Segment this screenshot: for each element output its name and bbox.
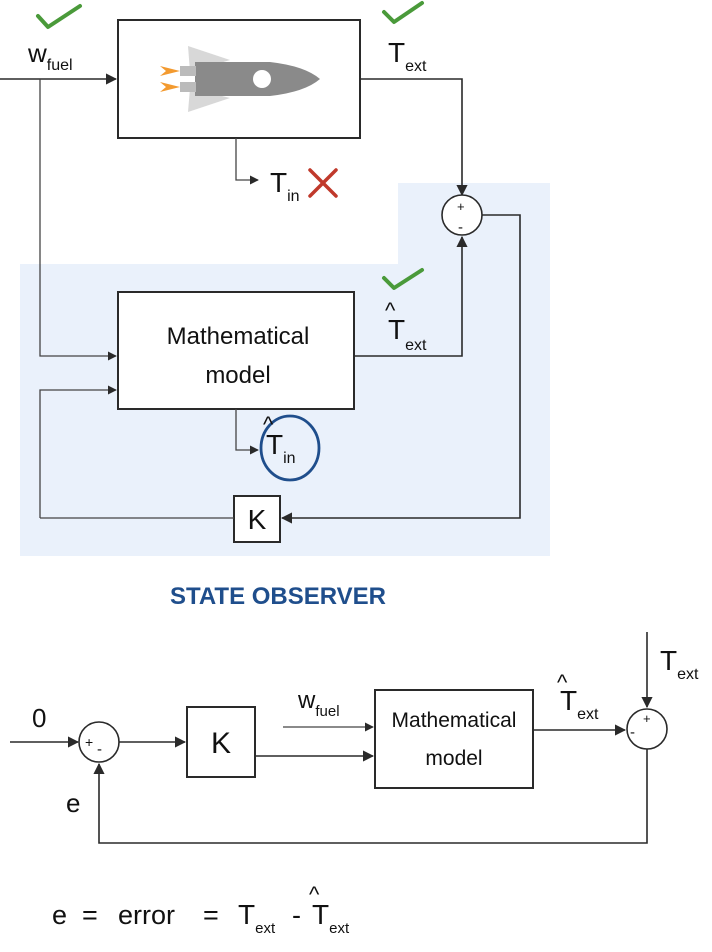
check-icon <box>382 1 424 24</box>
sum2-minus: - <box>97 741 102 758</box>
t-hat-ext-label: Text <box>388 314 427 354</box>
gain-k-label: K <box>248 504 267 535</box>
rocket-icon <box>160 46 320 112</box>
t-hat-ext2-label: Text <box>560 685 599 723</box>
sum3-minus: - <box>630 724 635 741</box>
observer-model-box <box>117 291 355 410</box>
reference-label: 0 <box>32 703 46 733</box>
tin-label: Tin <box>270 167 300 205</box>
gain-k2-label: K <box>211 727 231 760</box>
check-icon <box>382 268 424 290</box>
model-line1: Mathematical <box>167 323 310 350</box>
svg-text:error: error <box>118 900 175 930</box>
observer-title: STATE OBSERVER <box>170 583 386 610</box>
wfuel2-label: wfuel <box>297 687 340 720</box>
model2-box <box>374 689 534 789</box>
svg-text:Text: Text <box>238 899 276 937</box>
sum3-plus: + <box>643 711 651 726</box>
svg-text:e: e <box>52 900 67 930</box>
text2-label: Text <box>660 645 699 683</box>
wfuel-label: wfuel <box>27 38 73 74</box>
svg-text:-: - <box>292 900 301 930</box>
text-label: Text <box>388 37 427 75</box>
t-hat-in-circle <box>259 414 321 482</box>
svg-text:=: = <box>82 900 98 930</box>
t-hat-in-label: Tin <box>266 429 296 467</box>
sum2-plus: + <box>85 734 93 750</box>
gain-k-box <box>233 495 281 543</box>
svg-text:Text: Text <box>312 899 350 937</box>
sum-plus: + <box>457 199 465 214</box>
error-e-label: e <box>66 788 80 818</box>
sum-minus: - <box>458 219 463 236</box>
check-icon <box>36 4 82 29</box>
svg-text:^: ^ <box>309 882 320 907</box>
model-line2: model <box>205 362 270 389</box>
model2-line1: Mathematical <box>392 709 517 732</box>
hat-mark: ^ <box>263 412 274 437</box>
model2-line2: model <box>425 747 482 770</box>
svg-text:=: = <box>203 900 219 930</box>
cross-icon <box>308 168 338 198</box>
hat-mark: ^ <box>557 670 568 695</box>
gain-k2-box <box>186 706 256 778</box>
error-equation: e = error = Text - Text ^ <box>52 882 350 937</box>
hat-mark: ^ <box>385 298 396 323</box>
